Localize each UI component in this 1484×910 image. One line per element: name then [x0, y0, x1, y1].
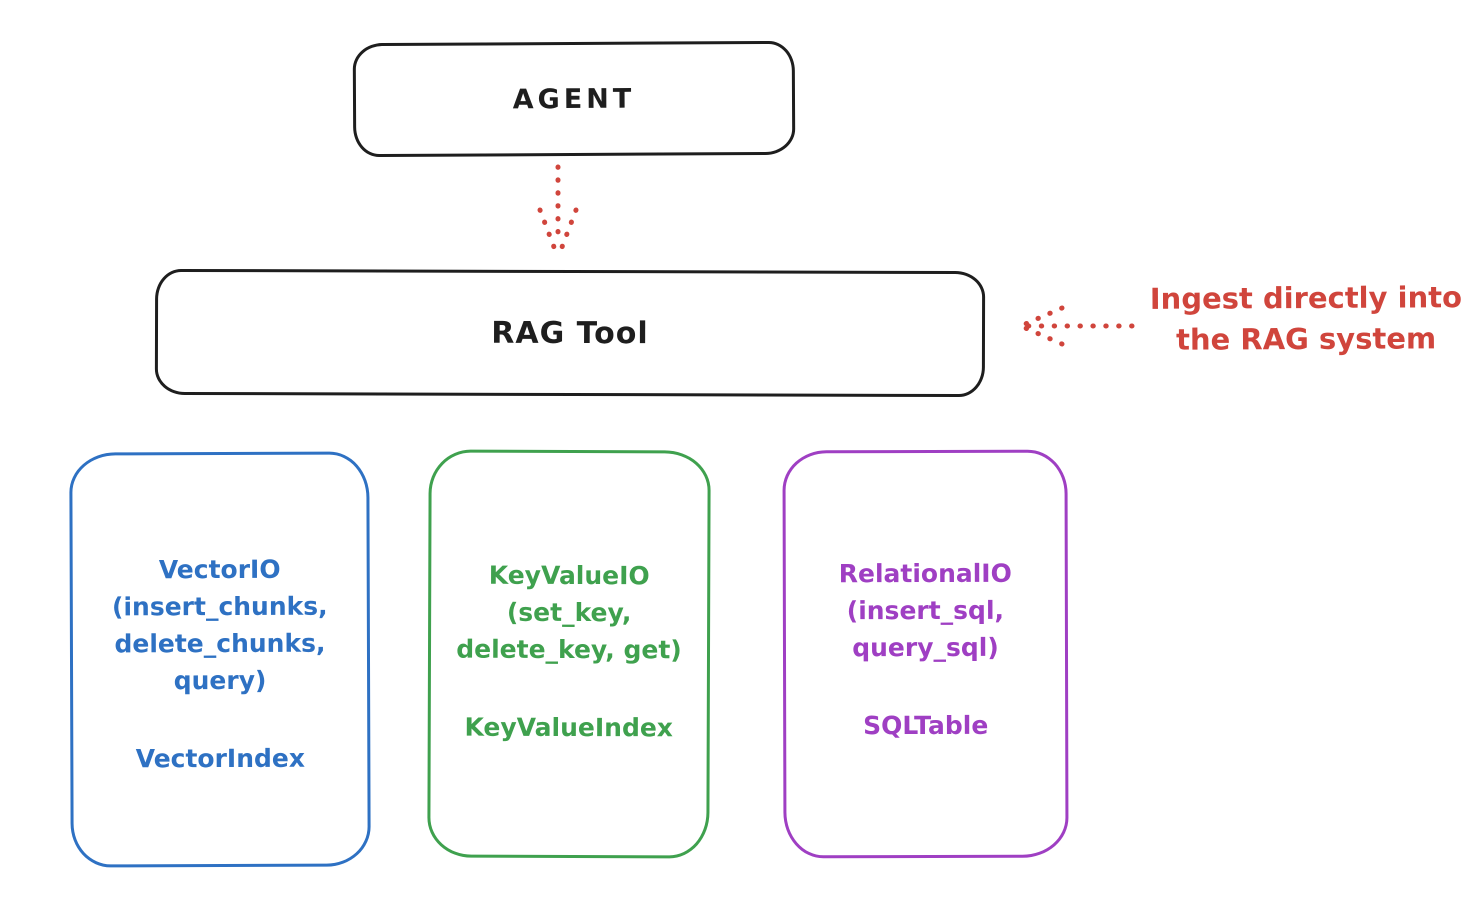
vector-io-line: (insert_chunks, — [111, 591, 328, 622]
vector-io-line: delete_chunks, — [114, 628, 326, 659]
keyvalue-io-line: (set_key, — [506, 597, 632, 628]
sql-table-label: SQLTable — [863, 710, 989, 741]
annotation-line-2: the RAG system — [1175, 321, 1437, 357]
dotted-left-arrow-icon — [1020, 305, 1135, 347]
vector-io-line: query) — [173, 665, 267, 696]
annotation-ingest: Ingest directly into the RAG system — [1138, 277, 1474, 361]
node-agent-label: AGENT — [512, 83, 636, 115]
relational-io-line: query_sql) — [852, 632, 999, 663]
node-rag-tool: RAG Tool — [154, 268, 986, 398]
dotted-down-arrow-icon — [537, 164, 579, 258]
node-vector-io: VectorIO (insert_chunks, delete_chunks, … — [69, 451, 371, 868]
relational-io-line: (insert_sql, — [846, 595, 1005, 626]
vector-io-line: VectorIO — [158, 554, 281, 585]
node-relational-io: RelationalIO (insert_sql, query_sql) SQL… — [782, 449, 1069, 859]
annotation-line-1: Ingest directly into — [1149, 280, 1463, 316]
keyvalue-index-label: KeyValueIndex — [464, 712, 674, 743]
node-keyvalue-io: KeyValueIO (set_key, delete_key, get) Ke… — [427, 449, 711, 859]
vector-index-label: VectorIndex — [135, 743, 306, 774]
keyvalue-io-line: delete_key, get) — [456, 634, 682, 665]
relational-io-line: RelationalIO — [838, 558, 1012, 589]
node-rag-tool-label: RAG Tool — [491, 315, 649, 351]
keyvalue-io-line: KeyValueIO — [488, 560, 650, 591]
node-agent: AGENT — [352, 40, 796, 158]
